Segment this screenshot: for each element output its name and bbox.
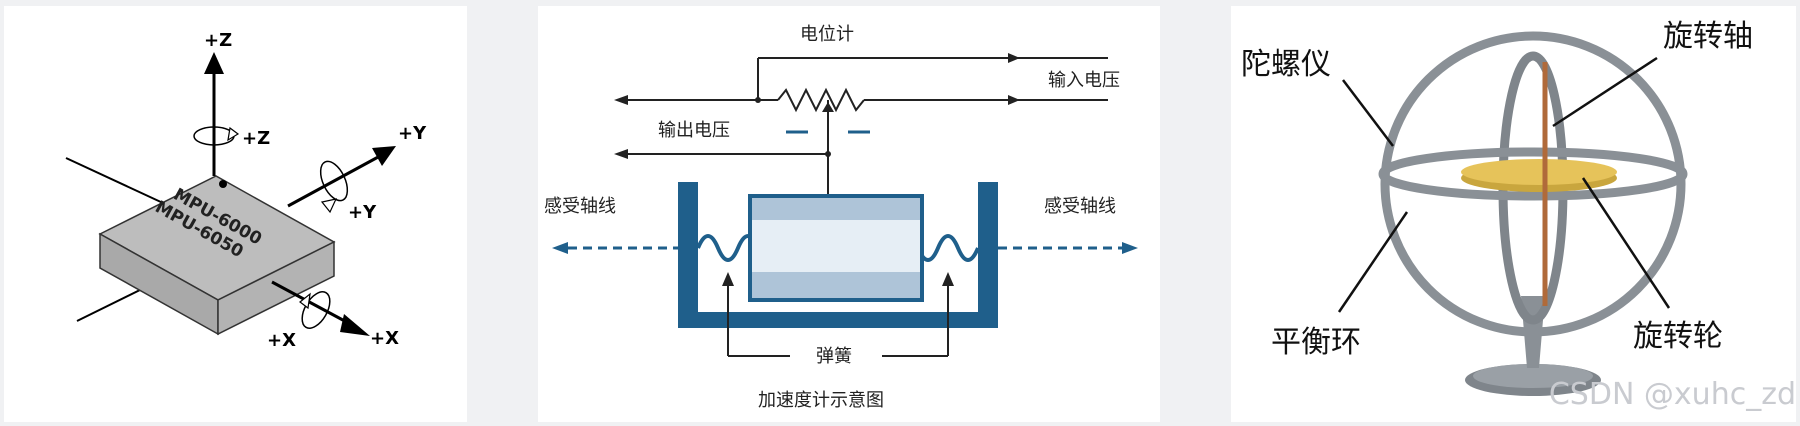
mpu-axes-diagram: MPU-6000 MPU-6050 +Z +Z +Y +Y +X [4, 6, 467, 422]
output-bottom-arrow [614, 149, 628, 159]
y-rotation-label: +Y [348, 202, 377, 223]
proof-mass-shade-bottom [752, 272, 920, 298]
y-axis-label: +Y [398, 123, 427, 144]
x-axis-label: +X [370, 328, 399, 349]
input-voltage-label: 输入电压 [1048, 70, 1120, 91]
y-axis-line [287, 154, 381, 208]
accelerometer-caption: 加速度计示意图 [758, 390, 884, 411]
potentiometer-label: 电位计 [800, 24, 854, 45]
pointer-rotor [1581, 177, 1671, 309]
spring-label: 弹簧 [816, 346, 852, 367]
sense-axis-label-right: 感受轴线 [1044, 196, 1116, 217]
input-bottom-arrow [1008, 95, 1020, 105]
output-top-arrow [614, 95, 628, 105]
csdn-watermark: CSDN @xuhc_zd [1548, 377, 1796, 412]
pointer-spin-axis [1552, 56, 1658, 128]
output-voltage-label: 输出电压 [658, 120, 730, 141]
rotor-label: 旋转轮 [1633, 319, 1723, 354]
accelerometer-diagram: 电位计 输入电压 输出电压 感受轴线 感受轴线 [538, 6, 1160, 422]
x-rotation-label: +X [267, 330, 296, 351]
gyro-rotor [1461, 159, 1617, 185]
gyroscope-svg: 陀螺仪 旋转轴 平衡环 旋转轮 [1241, 19, 1753, 396]
potentiometer-resistor [777, 87, 865, 113]
sense-axis-label-left: 感受轴线 [544, 196, 616, 217]
spring-pointer-left-head [722, 272, 734, 286]
pin1-dot [219, 180, 227, 188]
x-axis-line [271, 280, 355, 328]
wiper-arrowhead [822, 102, 834, 112]
pointer-gimbal [1337, 211, 1409, 313]
chip-right-face [217, 240, 335, 336]
z-rotation-label: +Z [242, 128, 270, 149]
accelerometer-housing [678, 182, 998, 328]
spin-axis-label: 旋转轴 [1663, 19, 1753, 54]
spring-pointer-right-head [942, 272, 954, 286]
accelerometer-svg: 电位计 输入电压 输出电压 感受轴线 感受轴线 [544, 24, 1138, 411]
junction-wiper [825, 151, 831, 157]
input-top-arrow [1008, 53, 1020, 63]
sense-axis-arrow-left [552, 242, 568, 254]
z-axis-arrowhead [204, 52, 224, 74]
proof-mass-shade-top [752, 198, 920, 220]
mpu-axes-svg: MPU-6000 MPU-6050 +Z +Z +Y +Y +X [65, 30, 427, 351]
z-axis-label: +Z [204, 30, 232, 51]
x-axis-arrowhead [340, 314, 370, 336]
gyroscope-label: 陀螺仪 [1241, 47, 1331, 82]
y-rotation-arrow [319, 160, 349, 214]
sense-axis-arrow-right [1122, 242, 1138, 254]
x-rotation-arrow [299, 291, 331, 329]
z-rotation-arrow [193, 126, 240, 146]
y-axis-back-line [76, 287, 145, 322]
gyro-gimbal-ring [1378, 147, 1688, 201]
y-axis-arrowhead [372, 146, 396, 166]
chip-block: MPU-6000 MPU-6050 [98, 175, 336, 336]
gyro-base-top [1473, 364, 1593, 388]
gimbal-label: 平衡环 [1271, 325, 1361, 360]
gyro-outer-ring [1380, 31, 1686, 337]
gyroscope-diagram: 陀螺仪 旋转轴 平衡环 旋转轮 [1231, 6, 1796, 422]
pointer-gyroscope [1342, 79, 1394, 147]
